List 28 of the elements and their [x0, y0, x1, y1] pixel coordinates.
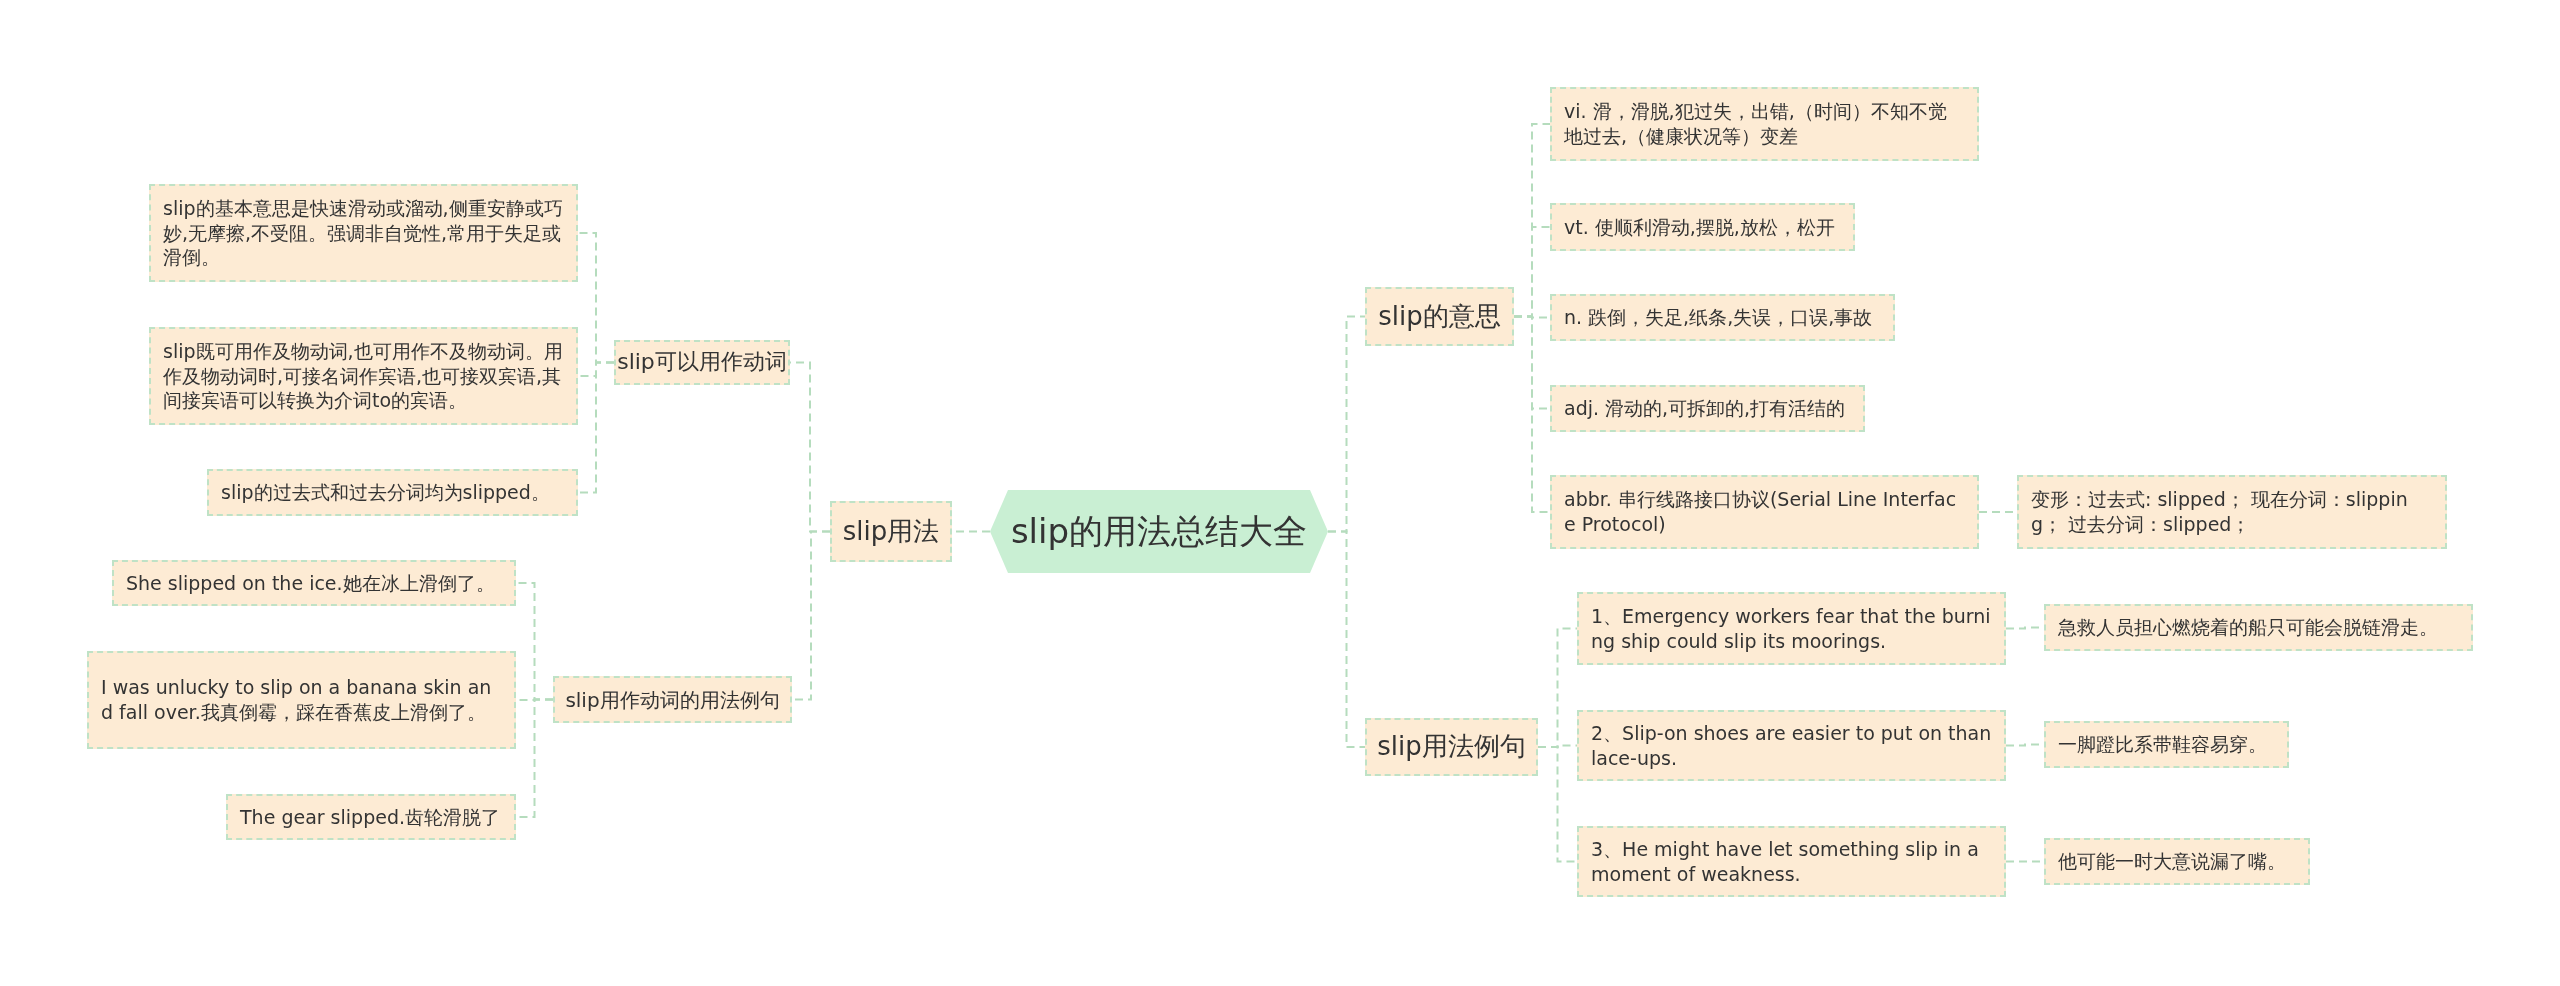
detail-box: She slipped on the ice.她在冰上滑倒了。	[112, 560, 516, 606]
connector-line	[577, 361, 615, 494]
detail-box: I was unlucky to slip on a banana skin and fall over.我真倒霉，踩在香蕉皮上滑倒了。	[87, 651, 516, 749]
connector-line	[1327, 530, 1366, 748]
topic-box: slip用法	[830, 501, 952, 562]
detail-box: n. 跌倒，失足,纸条,失误，口误,事故	[1550, 294, 1895, 341]
topic-box: slip的意思	[1365, 287, 1514, 346]
topic-box: slip用作动词的用法例句	[553, 676, 792, 723]
topic-box: slip用法例句	[1365, 718, 1538, 776]
detail-box: vt. 使顺利滑动,摆脱,放松，松开	[1550, 203, 1855, 251]
connector-line	[1513, 315, 1551, 513]
detail-box: 1、Emergency workers fear that the burning ship could slip its moorings.	[1577, 592, 2006, 665]
detail-box: abbr. 串行线路接口协议(Serial Line Interface Protocol)	[1550, 475, 1979, 549]
central-topic: slip的用法总结大全	[1010, 509, 1308, 553]
topic-box: slip可以用作动词	[614, 340, 790, 385]
detail-box: 急救人员担心燃烧着的船只可能会脱链滑走。	[2044, 604, 2473, 651]
detail-box: vi. 滑，滑脱,犯过失，出错,（时间）不知不觉地过去,（健康状况等）变差	[1550, 87, 1979, 161]
detail-box: 他可能一时大意说漏了嘴。	[2044, 838, 2310, 885]
detail-box: slip既可用作及物动词,也可用作不及物动词。用作及物动词时,可接名词作宾语,也可接双宾语,其间接宾语可以转换为介词to的宾语。	[149, 327, 578, 425]
detail-box: slip的基本意思是快速滑动或溜动,侧重安静或巧妙,无摩擦,不受阻。强调非自觉性,常用于失足或滑倒。	[149, 184, 578, 282]
detail-box: 一脚蹬比系带鞋容易穿。	[2044, 721, 2289, 768]
detail-box: 2、Slip-on shoes are easier to put on than lace-ups.	[1577, 710, 2006, 781]
connector-line	[1537, 746, 1578, 863]
detail-box: slip的过去式和过去分词均为slipped。	[207, 469, 578, 516]
detail-box: The gear slipped.齿轮滑脱了	[226, 794, 516, 840]
detail-box: adj. 滑动的,可拆卸的,打有活结的	[1550, 385, 1865, 432]
detail-box: 变形：过去式: slipped； 现在分词：slipping； 过去分词：slipped；	[2017, 475, 2447, 549]
detail-box: 3、He might have let something slip in a moment of weakness.	[1577, 826, 2006, 897]
